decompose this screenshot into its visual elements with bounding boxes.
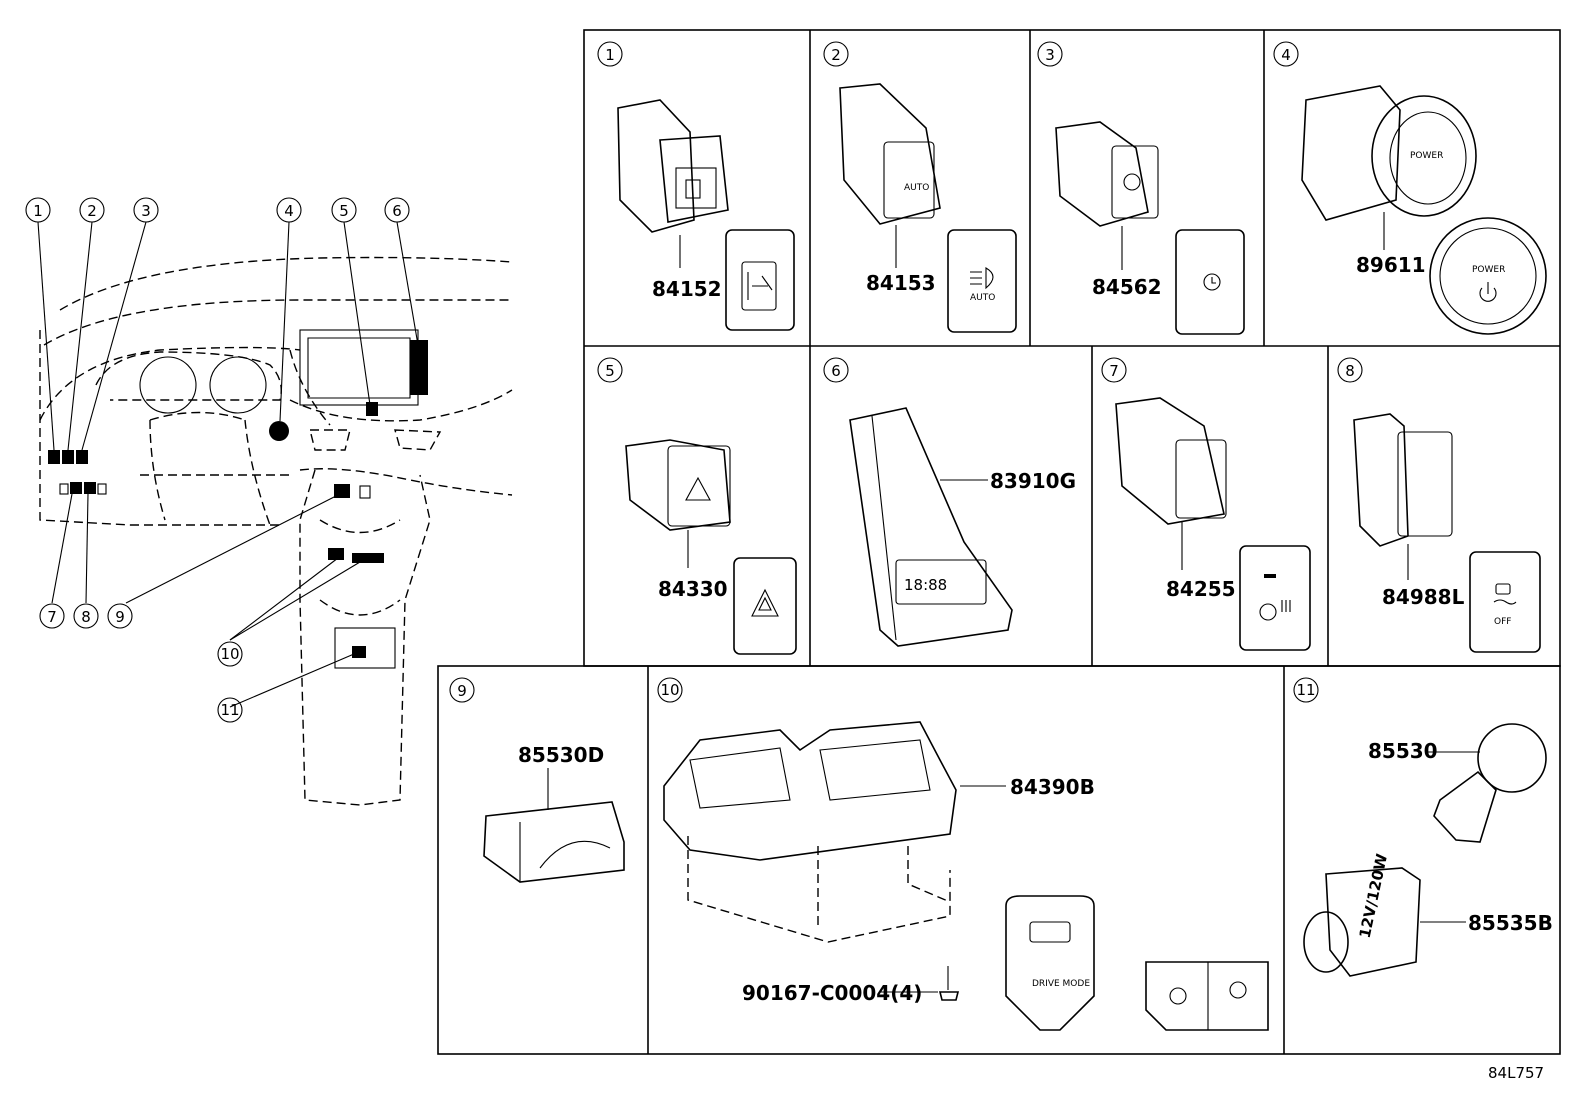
- svg-text:4: 4: [1281, 46, 1291, 64]
- svg-text:8: 8: [81, 608, 91, 626]
- screw-icon: [938, 966, 960, 1001]
- parking-brake-icon: [1169, 987, 1187, 1005]
- svg-text:7: 7: [47, 608, 57, 626]
- brake-hold-icon: [1229, 981, 1247, 999]
- callout-2: 2: [79, 197, 105, 223]
- svg-text:4: 4: [284, 202, 294, 220]
- panel-11: 11 85530 12V/120W 85535B: [1293, 677, 1553, 977]
- svg-text:AUTO: AUTO: [970, 293, 995, 303]
- panel-7: 7 84255: [1101, 357, 1311, 651]
- panel-6: 6 18:88 83910G: [823, 357, 1076, 647]
- part-number-84255: 84255: [1166, 577, 1236, 601]
- part-number-84390B: 84390B: [1010, 775, 1095, 799]
- part-number-84330: 84330: [658, 577, 728, 601]
- svg-text:DRIVE MODE: DRIVE MODE: [1032, 979, 1090, 989]
- svg-text:11: 11: [220, 701, 239, 719]
- part-number-84562: 84562: [1092, 275, 1162, 299]
- svg-text:5: 5: [339, 202, 349, 220]
- svg-text:10: 10: [220, 645, 239, 663]
- part-number-85530D: 85530D: [518, 743, 604, 767]
- svg-text:10: 10: [660, 681, 679, 699]
- panel-5: 5 84330: [597, 357, 797, 655]
- eco-timer-icon: [1203, 273, 1221, 291]
- callout-1: 1: [25, 197, 51, 223]
- overview-callouts: 1 2 3 4 5 6 7 8 9 10 11: [25, 197, 410, 723]
- diagram-code: 84L757: [1488, 1064, 1544, 1082]
- svg-text:12V/120W: 12V/120W: [1356, 852, 1392, 940]
- svg-text:2: 2: [831, 46, 841, 64]
- panel-3: 3 84562: [1037, 41, 1245, 335]
- part-number-84153: 84153: [866, 271, 936, 295]
- hazard-icon: [751, 588, 779, 617]
- panel-8: 8 84988L OFF: [1337, 357, 1541, 653]
- svg-text:6: 6: [831, 362, 841, 380]
- svg-text:9: 9: [115, 608, 125, 626]
- traction-off-icon: OFF: [1493, 583, 1517, 627]
- svg-text:6: 6: [392, 202, 402, 220]
- svg-text:11: 11: [1296, 681, 1315, 699]
- svg-text:9: 9: [457, 682, 467, 700]
- svg-text:8: 8: [1345, 362, 1355, 380]
- panel-10: 10 84390B 90167-C0004(4) DRIVE MODE: [657, 677, 1269, 1031]
- part-number-84988L: 84988L: [1382, 585, 1465, 609]
- panel-4: 4 POWER 89611 POWER: [1273, 41, 1547, 335]
- panel-grid: [437, 29, 1561, 1055]
- drive-mode-icon: DRIVE MODE: [1029, 921, 1090, 989]
- part-number-84152: 84152: [652, 277, 722, 301]
- svg-text:POWER: POWER: [1472, 265, 1505, 275]
- svg-text:3: 3: [141, 202, 151, 220]
- dashboard-overview: [37, 221, 513, 806]
- svg-text:3: 3: [1045, 46, 1055, 64]
- svg-text:7: 7: [1109, 362, 1119, 380]
- callout-11: 11: [217, 697, 243, 723]
- callout-8: 8: [73, 603, 99, 629]
- part-number-90167-C0004: 90167-C0004(4): [742, 981, 922, 1005]
- headlight-leveling-icon: [741, 261, 777, 311]
- svg-text:1: 1: [605, 46, 615, 64]
- power-button-icon: POWER: [1472, 265, 1505, 302]
- part-number-89611: 89611: [1356, 253, 1426, 277]
- callout-5: 5: [331, 197, 357, 223]
- part-number-83910G: 83910G: [990, 469, 1076, 493]
- svg-text:5: 5: [605, 362, 615, 380]
- callout-3: 3: [133, 197, 159, 223]
- svg-text:AUTO: AUTO: [904, 183, 929, 193]
- callout-10: 10: [217, 641, 243, 667]
- svg-text:2: 2: [87, 202, 97, 220]
- callout-6: 6: [384, 197, 410, 223]
- svg-text:OFF: OFF: [1494, 617, 1511, 627]
- part-number-85530: 85530: [1368, 739, 1438, 763]
- svg-text:POWER: POWER: [1410, 151, 1443, 161]
- panel-2: 2 AUTO 84153 AUTO: [823, 41, 1017, 333]
- panel-1: 1 84152: [597, 41, 795, 331]
- svg-text:1: 1: [33, 202, 43, 220]
- part-number-85535B: 85535B: [1468, 911, 1553, 935]
- callout-9: 9: [107, 603, 133, 629]
- callout-4: 4: [276, 197, 302, 223]
- callout-7: 7: [39, 603, 65, 629]
- seat-heater-icon: [1259, 574, 1291, 621]
- svg-text:18:88: 18:88: [904, 576, 947, 594]
- auto-headlight-icon: AUTO: [970, 267, 995, 303]
- panel-9: 9 85530D: [449, 677, 625, 883]
